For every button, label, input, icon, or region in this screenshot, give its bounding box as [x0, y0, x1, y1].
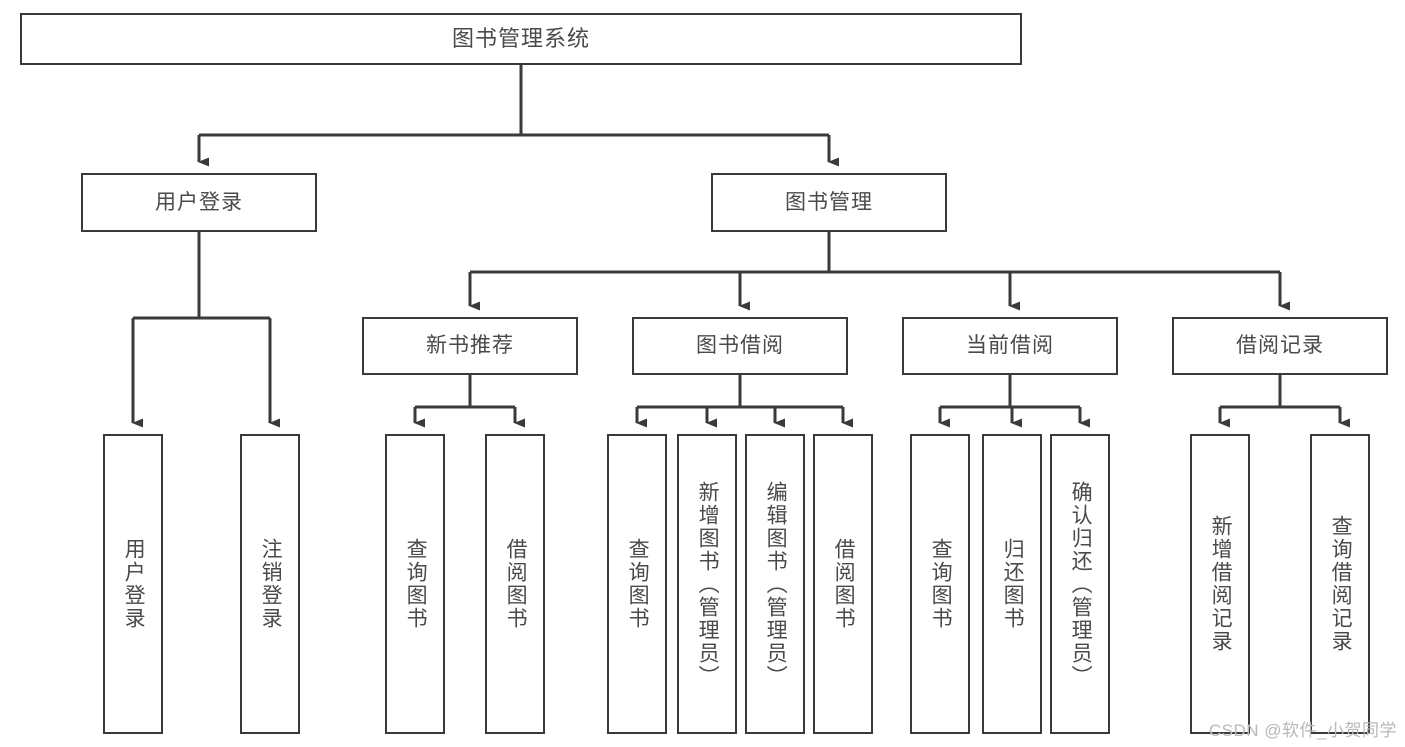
node-borrow-record[interactable]: 借阅记录 — [1172, 317, 1388, 375]
node-leaf-borrow-book-2[interactable]: 借阅图书 — [813, 434, 873, 734]
node-new-book-recommend[interactable]: 新书推荐 — [362, 317, 578, 375]
node-book-borrow[interactable]: 图书借阅 — [632, 317, 848, 375]
node-leaf-query-borrow-record[interactable]: 查询借阅记录 — [1310, 434, 1370, 734]
node-leaf-user-login[interactable]: 用户登录 — [103, 434, 163, 734]
node-leaf-edit-book-admin[interactable]: 编辑图书（管理员） — [745, 434, 805, 734]
node-user-login[interactable]: 用户登录 — [81, 173, 317, 232]
node-current-borrow[interactable]: 当前借阅 — [902, 317, 1118, 375]
node-leaf-confirm-return-admin[interactable]: 确认归还（管理员） — [1050, 434, 1110, 734]
node-book-manage[interactable]: 图书管理 — [711, 173, 947, 232]
node-leaf-return-book[interactable]: 归还图书 — [982, 434, 1042, 734]
csdn-watermark: CSDN @软件_小贺同学 — [1208, 721, 1397, 740]
node-leaf-add-book-admin[interactable]: 新增图书（管理员） — [677, 434, 737, 734]
node-root[interactable]: 图书管理系统 — [20, 13, 1022, 65]
node-leaf-borrow-book-1[interactable]: 借阅图书 — [485, 434, 545, 734]
node-leaf-user-logout[interactable]: 注销登录 — [240, 434, 300, 734]
node-leaf-query-book-2[interactable]: 查询图书 — [607, 434, 667, 734]
node-leaf-add-borrow-record[interactable]: 新增借阅记录 — [1190, 434, 1250, 734]
node-leaf-query-book-1[interactable]: 查询图书 — [385, 434, 445, 734]
node-leaf-query-book-3[interactable]: 查询图书 — [910, 434, 970, 734]
